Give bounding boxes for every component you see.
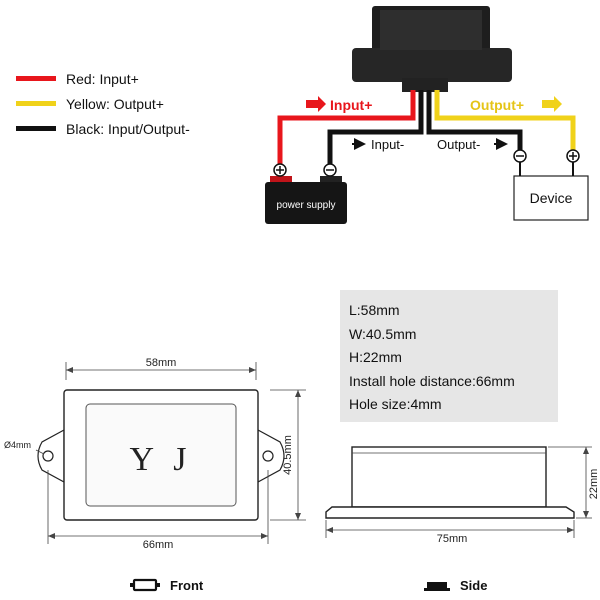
wiring-diagram: Input+ Output+ Input- Output- power supp… [265, 6, 589, 224]
legend-label: Yellow: Output+ [66, 95, 164, 112]
front-panel-text: Y J [129, 441, 192, 478]
side-view-drawing: 75mm 22mm [325, 446, 600, 545]
front-view-icon [130, 578, 160, 592]
power-supply-label: power supply [277, 200, 336, 211]
red-wire [277, 90, 416, 165]
left-mounting-hole [42, 450, 54, 462]
black-wire-output [426, 90, 523, 150]
converter-module [352, 6, 512, 92]
side-height-dimension-label: 22mm [588, 469, 600, 500]
front-caption-label: Front [170, 577, 204, 593]
device-box: Device [513, 175, 589, 221]
battery-plus-terminal-icon [273, 163, 287, 177]
side-caption: Side [424, 577, 487, 593]
device-label: Device [530, 190, 573, 206]
side-caption-label: Side [460, 577, 488, 593]
yellow-wire [434, 90, 576, 150]
wire-color-legend: Red: Input+ Yellow: Output+ Black: Input… [16, 66, 190, 141]
side-body-outline [351, 446, 547, 508]
input-plus-arrow-icon [306, 96, 326, 112]
front-panel [85, 403, 237, 507]
spec-width: W:40.5mm [349, 325, 417, 342]
spec-hole-size: Hole size:4mm [349, 396, 442, 412]
output-plus-label: Output+ [470, 97, 524, 113]
legend-label: Red: Input+ [66, 70, 139, 87]
input-minus-label: Input- [371, 137, 404, 152]
spec-height: H:22mm [349, 349, 402, 365]
bottom-dimension-label: 66mm [143, 539, 174, 551]
legend-item-black: Black: Input/Output- [16, 116, 190, 141]
side-dimension-label: 40.5mm [282, 435, 294, 475]
side-width-dimension-label: 75mm [437, 533, 468, 545]
spec-hole-distance: Install hole distance:66mm [349, 372, 515, 389]
specifications-box: L:58mm W:40.5mm H:22mm Install hole dist… [340, 290, 558, 422]
spec-length: L:58mm [349, 302, 400, 318]
legend-label: Black: Input/Output- [66, 120, 190, 137]
black-swatch [16, 126, 56, 131]
right-mounting-hole [262, 450, 274, 462]
side-view-icon [424, 582, 450, 591]
battery-minus-terminal-icon [323, 163, 337, 177]
hole-diameter-label: Ø4mm [4, 440, 31, 450]
legend-item-yellow: Yellow: Output+ [16, 91, 190, 116]
front-caption: Front [130, 577, 203, 593]
black-wire-input [327, 90, 424, 165]
input-plus-label: Input+ [330, 97, 372, 113]
red-swatch [16, 76, 56, 81]
top-dimension-label: 58mm [146, 357, 177, 369]
legend-item-red: Red: Input+ [16, 66, 190, 91]
device-plus-terminal-icon [566, 149, 580, 176]
device-minus-terminal-icon [513, 149, 527, 176]
output-minus-label: Output- [437, 137, 480, 152]
side-base-flange [325, 506, 575, 519]
power-supply-battery: power supply [265, 176, 347, 224]
yellow-swatch [16, 101, 56, 106]
front-view-drawing: 58mm Y J Ø4mm 66mm 40.5mm [4, 357, 306, 551]
output-plus-arrow-icon [542, 96, 562, 112]
